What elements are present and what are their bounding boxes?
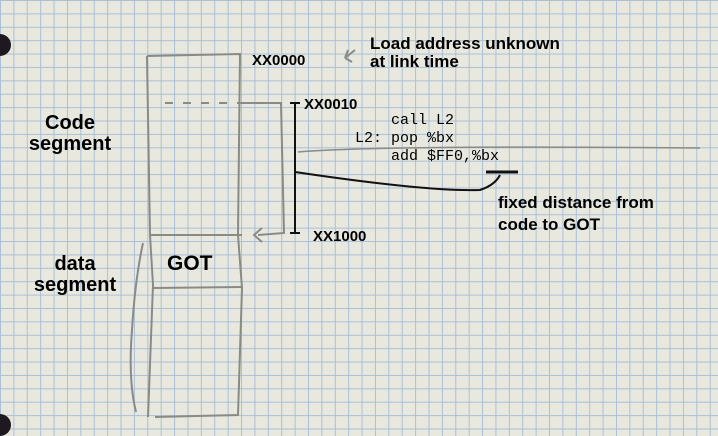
pencil-underline	[297, 146, 701, 153]
asm-line: L2: pop %bx	[355, 130, 455, 147]
arrow-head-icon	[252, 227, 263, 243]
got-bottom-line	[152, 286, 243, 289]
got-label: GOT	[167, 252, 213, 275]
fixed-note-line1: fixed distance from	[498, 193, 654, 212]
data-brace	[129, 242, 144, 413]
fixed-distance-note: fixed distance from code to GOT	[498, 192, 654, 236]
distance-bracket	[290, 102, 300, 234]
addr-got: XX1000	[313, 228, 367, 245]
load-note-line2: at link time	[370, 51, 459, 71]
code-segment-line2: segment	[28, 133, 112, 155]
code-segment-label: Code segment	[20, 113, 120, 155]
pointer-line	[294, 171, 501, 192]
addr-start: XX0000	[252, 52, 306, 69]
data-segment-line1: data	[54, 253, 96, 275]
binder-hole	[0, 414, 11, 436]
fixed-note-line2: code to GOT	[498, 215, 600, 234]
code-segment-line1: Code	[45, 112, 95, 134]
data-segment-label: data segment	[24, 254, 126, 296]
load-arrow-icon	[344, 49, 356, 63]
memory-block-outline	[146, 52, 244, 418]
asm-line: add $FF0,%bx	[355, 148, 500, 165]
binder-hole	[0, 34, 11, 56]
call-bracket	[245, 102, 286, 236]
data-segment-line2: segment	[33, 274, 117, 296]
load-note: Load address unknown at link time	[370, 35, 560, 71]
load-note-line1: Load address unknown	[370, 34, 560, 53]
asm-line: call L2	[355, 112, 455, 129]
addr-call: XX0010	[304, 96, 358, 113]
